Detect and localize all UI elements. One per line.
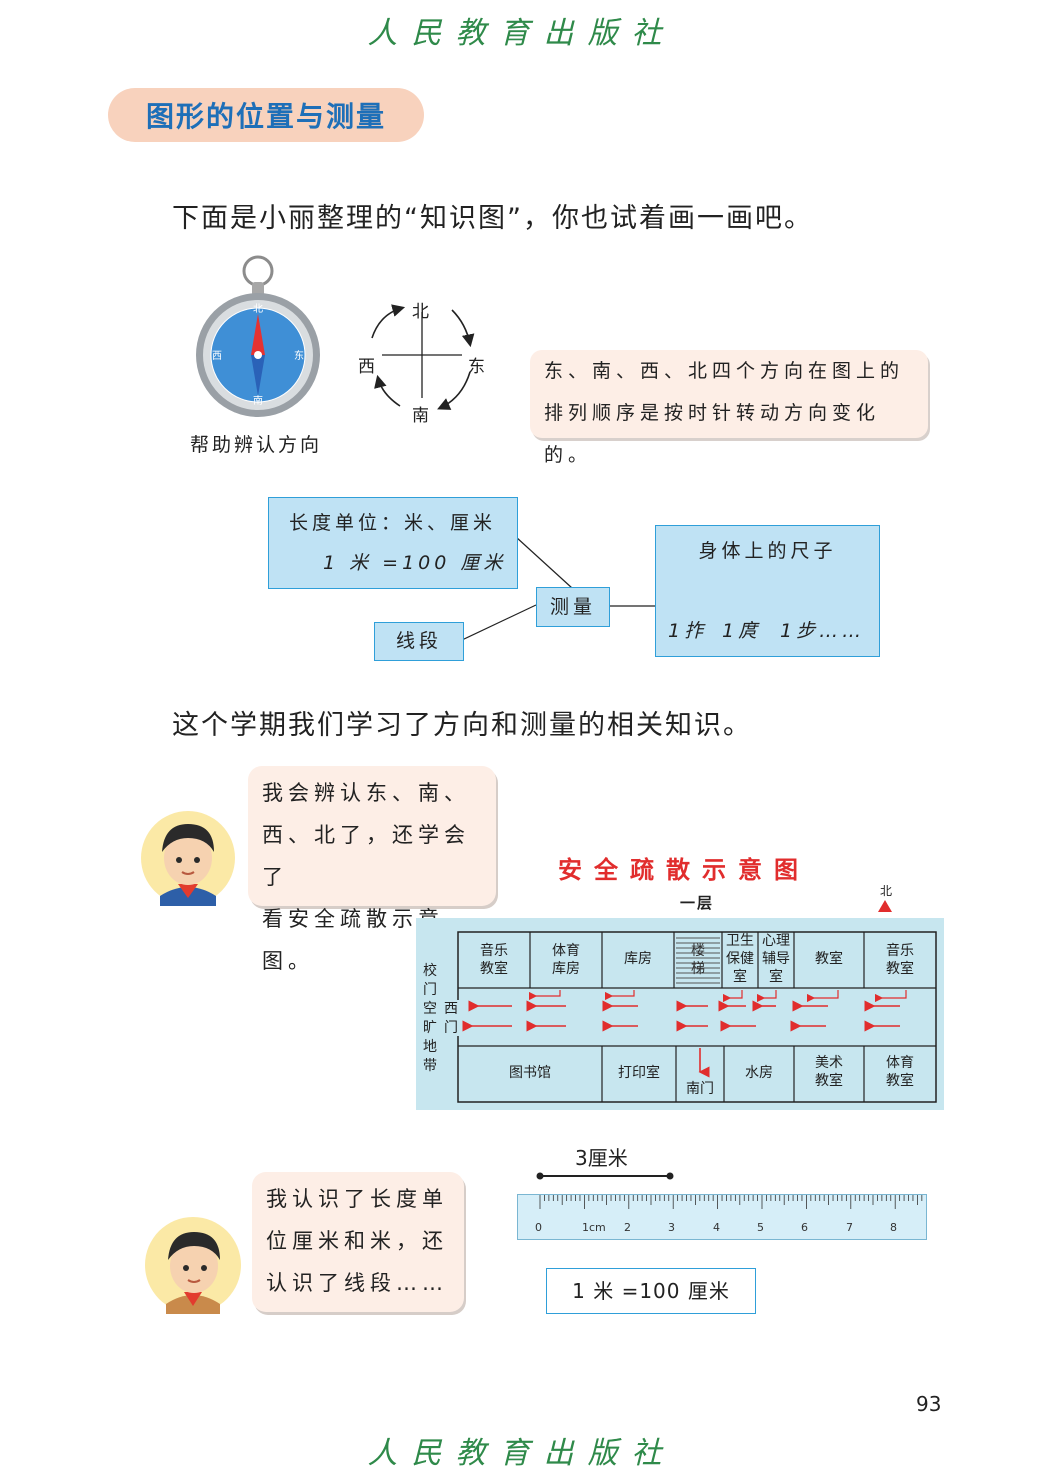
knowledge-map-connectors xyxy=(461,536,799,641)
ruler-tick-label: 7 xyxy=(846,1221,853,1234)
publisher-footer: 人民教育出版社 xyxy=(367,1436,676,1471)
body-ruler-armspan: 1庹 xyxy=(722,620,762,642)
evac-floor-label: 一层 xyxy=(680,894,715,912)
ruler-tick-label: 2 xyxy=(624,1221,631,1234)
section-title-badge: 图形的位置与测量 xyxy=(108,88,424,142)
bubble1-line3: 看安全疏散示意图。 xyxy=(262,907,444,973)
boy-face-icon xyxy=(145,1217,241,1314)
ruler-tick-label: 1cm xyxy=(582,1221,606,1234)
room-music-classroom-top: 音乐教室 xyxy=(480,943,508,977)
ruler-tick-label: 3 xyxy=(668,1221,675,1234)
segment-box: 线段 xyxy=(374,622,464,661)
room-health-clinic: 卫生保健室 xyxy=(726,933,754,985)
room-storage: 库房 xyxy=(624,951,652,967)
direction-cross-diagram xyxy=(352,290,502,425)
direction-cycle-icon xyxy=(371,304,475,410)
body-ruler-step: 1步…… xyxy=(780,620,866,642)
ruler-tick-label: 5 xyxy=(757,1221,764,1234)
compass-west-label: 西 xyxy=(212,351,222,362)
direction-note: 东、南、西、北四个方向在图上的 排列顺序是按时针转动方向变化的。 xyxy=(530,350,928,466)
north-arrow-icon xyxy=(878,900,892,912)
compass-south-label: 南 xyxy=(253,394,263,407)
body-ruler-span: 1拃 xyxy=(668,620,708,642)
bubble1-line2: 西、北了，还学会了 xyxy=(262,823,470,889)
ruler-tick-label: 8 xyxy=(890,1221,897,1234)
bubble2-line3: 认识了线段…… xyxy=(266,1271,448,1295)
boy-avatar-1 xyxy=(140,808,236,906)
evac-map-title: 安全疏散示意图 xyxy=(558,856,810,884)
cross-west-label: 西 xyxy=(358,357,375,377)
compass-icon: 北 南 东 西 xyxy=(196,255,320,417)
room-sports-storage: 体育库房 xyxy=(552,943,580,977)
room-library: 图书馆 xyxy=(509,1065,551,1081)
south-gate-label: 南门 xyxy=(686,1081,714,1097)
boy-avatar-2 xyxy=(144,1214,242,1314)
evac-map-floorplan xyxy=(455,931,937,1103)
length-unit-line2: 1 米 =100 厘米 xyxy=(323,552,507,574)
length-unit-box: 长度单位：米、厘米 1 米 =100 厘米 xyxy=(268,497,518,589)
ruler-tick-label: 0 xyxy=(535,1221,542,1234)
direction-note-line2: 排列顺序是按时针转动方向变化的。 xyxy=(544,402,881,466)
room-water-room: 水房 xyxy=(745,1065,773,1081)
compass-east-label: 东 xyxy=(294,349,304,362)
compass-illustration: 北 南 东 西 xyxy=(188,252,328,422)
ruler-tick-label: 6 xyxy=(801,1221,808,1234)
bubble2-line1: 我认识了长度单 xyxy=(266,1187,448,1211)
room-pe-classroom: 体育教室 xyxy=(886,1055,914,1089)
room-art-classroom: 美术教室 xyxy=(815,1055,843,1089)
intro-text: 下面是小丽整理的“知识图”，你也试着画一画吧。 xyxy=(172,203,813,234)
meter-conversion-box: 1 米 =100 厘米 xyxy=(546,1268,756,1314)
room-music-classroom-right: 音乐教室 xyxy=(886,943,914,977)
publisher-header: 人民教育出版社 xyxy=(367,16,676,51)
evac-north-label: 北 xyxy=(880,884,893,898)
cross-east-label: 东 xyxy=(468,357,485,377)
direction-note-line1: 东、南、西、北四个方向在图上的 xyxy=(544,360,905,382)
length-unit-line1: 长度单位：米、厘米 xyxy=(289,512,497,534)
segment-length-label: 3厘米 xyxy=(575,1146,628,1170)
cross-north-label: 北 xyxy=(412,302,429,322)
ruler-tick-label: 4 xyxy=(713,1221,720,1234)
bubble2-line2: 位厘米和米，还 xyxy=(266,1229,448,1253)
room-print-room: 打印室 xyxy=(618,1065,660,1081)
ruler: 0 1cm 2 3 4 5 6 7 8 xyxy=(517,1194,927,1240)
cross-south-label: 南 xyxy=(412,406,429,426)
room-counseling: 心理辅导室 xyxy=(762,933,790,985)
speech-bubble-2: 我认识了长度单 位厘米和米，还 认识了线段…… xyxy=(252,1172,464,1312)
compass-north-label: 北 xyxy=(253,303,263,315)
summary-text: 这个学期我们学习了方向和测量的相关知识。 xyxy=(172,710,752,741)
body-ruler-box: 身体上的尺子 1拃 1庹 1步…… xyxy=(655,525,880,657)
schoolgate-open-area-label: 校 门 空 旷 地 带 xyxy=(423,963,437,1074)
ruler-tick-marks xyxy=(539,1195,923,1209)
bubble1-line1: 我会辨认东、南、 xyxy=(262,781,470,805)
section-title: 图形的位置与测量 xyxy=(145,100,386,133)
compass-caption: 帮助辨认方向 xyxy=(190,434,323,456)
boy-face-icon xyxy=(141,811,235,906)
page-number: 93 xyxy=(916,1392,942,1416)
line-segment xyxy=(536,1172,674,1180)
room-classroom: 教室 xyxy=(815,951,843,967)
west-gate-label: 西 门 xyxy=(444,1001,458,1036)
body-ruler-title: 身体上的尺子 xyxy=(698,540,837,562)
speech-bubble-1: 我会辨认东、南、 西、北了，还学会了 看安全疏散示意图。 xyxy=(248,766,496,973)
room-stairs: 楼梯 xyxy=(691,943,705,977)
evac-map: 校 门 空 旷 地 带 西 门 音乐教室 体育库房 库房 楼梯 卫生保健室 心理… xyxy=(416,918,944,1110)
measure-center-box: 测量 xyxy=(536,587,610,627)
